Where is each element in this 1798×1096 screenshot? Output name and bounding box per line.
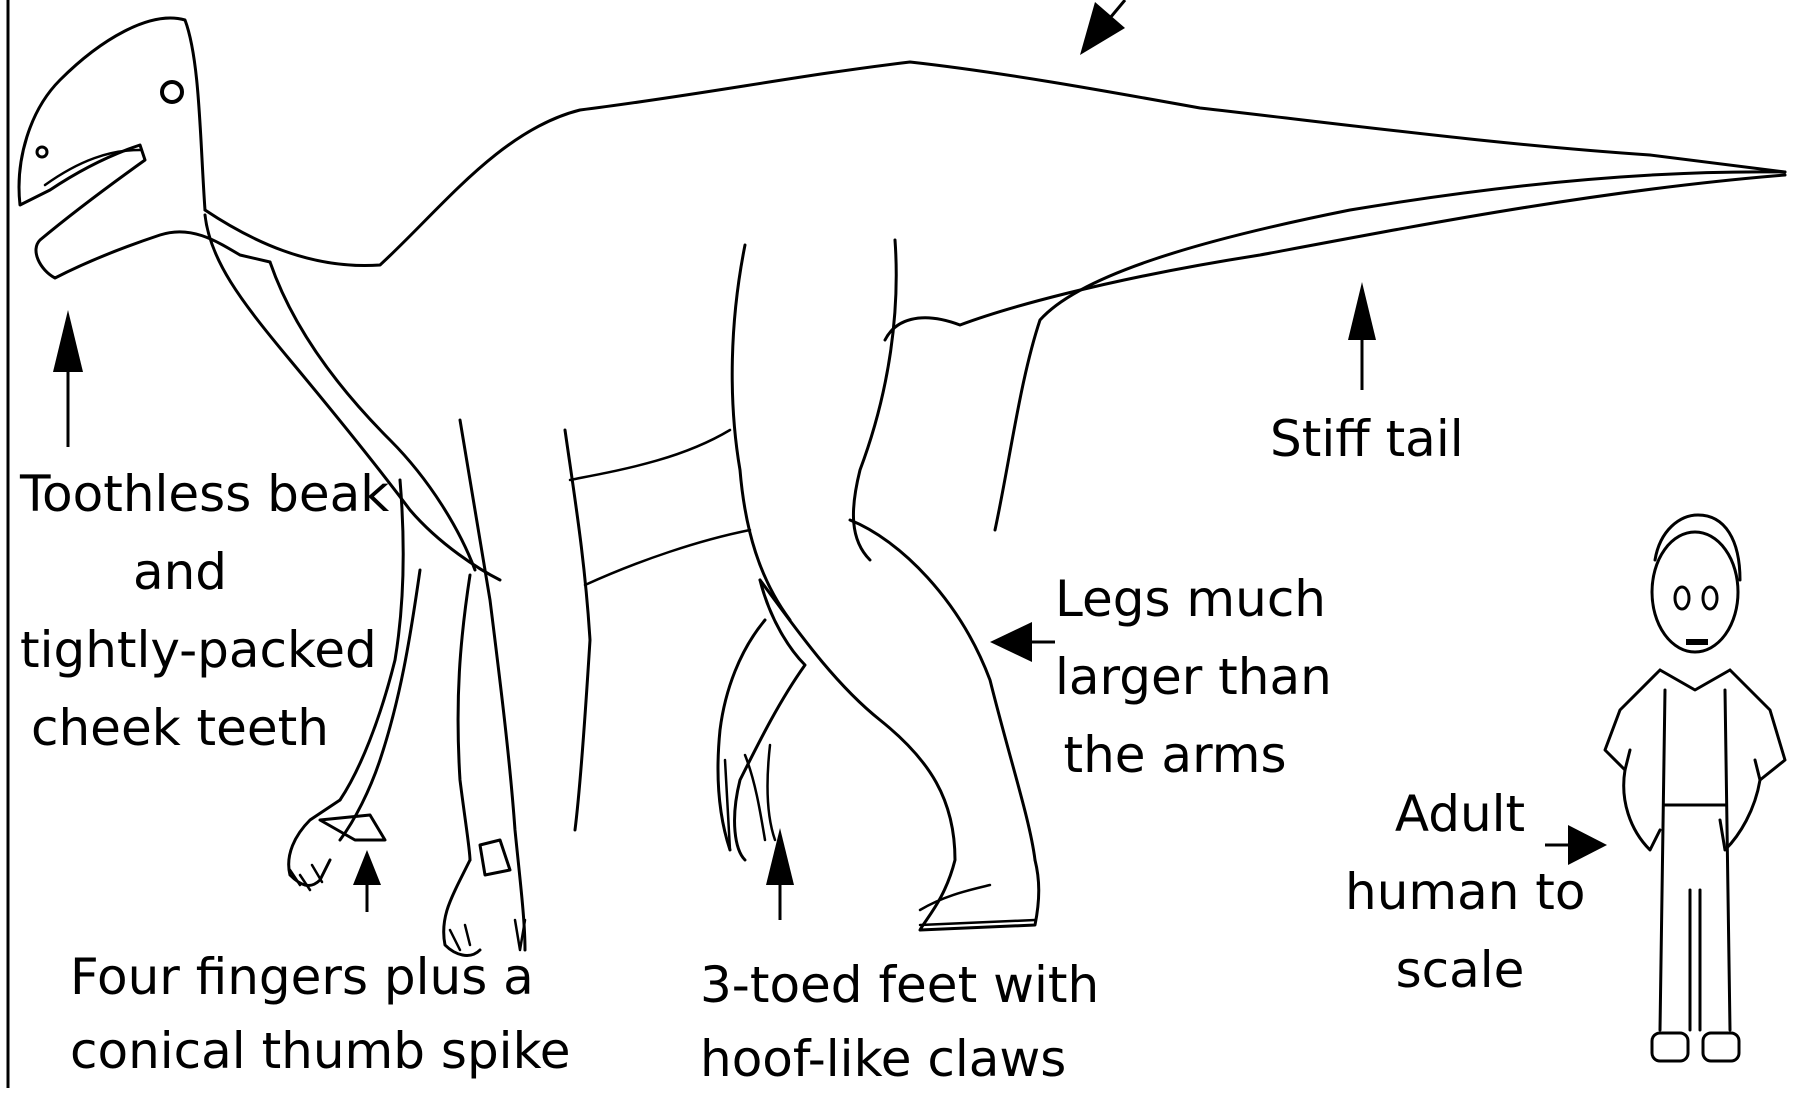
human-head [1652,532,1738,652]
dinosaur-front-arm-near-inner [458,575,470,860]
human-figure [1605,515,1785,1061]
arrow-fingers [353,850,381,912]
label-tail-line-1: Stiff tail [1270,400,1450,478]
label-legs: Legs much larger than the arms [1055,560,1295,794]
label-fingers-line-1: Four fingers plus a [70,940,470,1014]
human-arm-left [1624,770,1660,850]
label-human-line-3: scale [1345,931,1575,1009]
label-tail: Stiff tail [1270,400,1450,478]
label-legs-line-2: larger than [1055,638,1295,716]
arrow-tail [1348,282,1376,390]
arrow-beak [53,310,83,447]
human-legs [1690,890,1700,1030]
label-beak-line-4: cheek teeth [20,689,340,767]
label-beak-line-2: and [20,533,340,611]
label-feet-line-2: hoof-like claws [700,1022,1060,1096]
dinosaur-hind-leg-back [850,520,1035,860]
dinosaur-eye [162,82,182,102]
dinosaur-front-arm-near [460,420,525,950]
label-beak-line-3: tightly-packed [20,611,340,689]
human-shoe-right [1703,1033,1739,1061]
dinosaur-torso-left [565,430,590,830]
human-shoe-left [1652,1033,1688,1061]
dinosaur-hand-far-fingers [290,865,322,890]
arrow-feet [766,828,794,920]
label-human-line-1: Adult [1345,775,1575,853]
dinosaur-back [205,62,1785,266]
label-human: Adult human to scale [1345,775,1575,1009]
dinosaur-hind-leg-front [760,580,1039,930]
label-legs-line-1: Legs much [1055,560,1295,638]
label-human-line-2: human to [1345,853,1575,931]
dinosaur-front-arm-far-inner [340,570,420,840]
arrow-top [1080,0,1125,55]
dinosaur-tail-lower [885,175,1785,340]
dinosaur-belly-line-2 [585,530,750,585]
human-eye-left [1675,587,1689,609]
dinosaur-mouth [45,150,140,185]
label-feet: 3-toed feet with hoof-like claws [700,948,1060,1096]
dinosaur-nostril [37,147,47,157]
dinosaur-belly-line-1 [570,430,730,480]
dinosaur-torso-mid [732,245,790,620]
human-torso [1605,670,1785,1030]
label-beak-line-1: Toothless beak [20,455,340,533]
arrow-legs [990,622,1055,662]
label-fingers-line-2: conical thumb spike [70,1014,470,1088]
label-legs-line-3: the arms [1055,716,1295,794]
dinosaur-head [19,18,270,278]
label-feet-line-1: 3-toed feet with [700,948,1060,1022]
human-eye-right [1703,587,1717,609]
label-beak: Toothless beak and tightly-packed cheek … [20,455,340,767]
label-fingers: Four fingers plus a conical thumb spike [70,940,470,1088]
dinosaur-thigh-front [853,240,896,560]
